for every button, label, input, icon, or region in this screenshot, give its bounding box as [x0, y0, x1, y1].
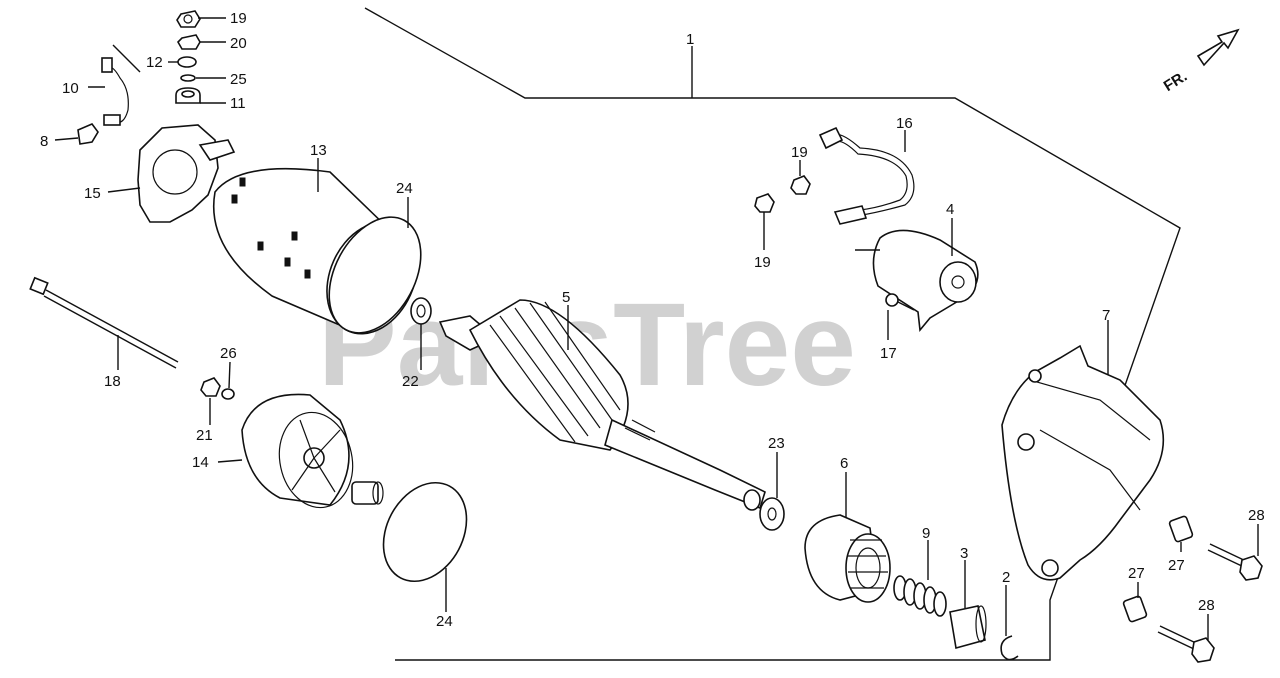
thrust-washer-22	[410, 297, 432, 325]
callout-15: 15	[84, 185, 101, 202]
terminal-nut-stack	[175, 10, 201, 104]
front-housing	[1001, 344, 1165, 581]
callout-19-top: 19	[230, 10, 247, 27]
callout-labels: 1 2 3 4 5 6 7 8 9 10 11 12 13 14 15 16 1…	[40, 10, 1265, 630]
washer-26	[221, 388, 235, 400]
solenoid-screw	[885, 293, 915, 311]
front-direction-arrow: FR.	[1161, 28, 1240, 95]
brush	[77, 123, 99, 145]
brush-lead	[101, 57, 129, 126]
callout-14: 14	[192, 454, 209, 471]
dowel-pin-lower	[1122, 595, 1148, 623]
snap-ring	[1000, 635, 1019, 661]
callout-7: 7	[1102, 307, 1110, 324]
rear-bushing	[351, 481, 384, 505]
mounting-bolt-lower	[1157, 625, 1215, 663]
callout-3: 3	[960, 545, 968, 562]
callout-26: 26	[220, 345, 237, 362]
dowel-pin-upper	[1168, 515, 1194, 543]
callout-17: 17	[880, 345, 897, 362]
callout-27-lower: 27	[1128, 565, 1145, 582]
mounting-bolt-upper	[1207, 543, 1263, 581]
callout-13: 13	[310, 142, 327, 159]
callout-18: 18	[104, 373, 121, 390]
callout-8: 8	[40, 133, 48, 150]
callout-27-upper: 27	[1168, 557, 1185, 574]
callout-10: 10	[62, 80, 79, 97]
callout-9: 9	[922, 525, 930, 542]
solenoid	[855, 229, 979, 332]
callout-19-solenoid-lower: 19	[754, 254, 771, 271]
callout-28-upper: 28	[1248, 507, 1265, 524]
pinion-clutch	[804, 514, 891, 603]
brush-holder-plate	[137, 124, 236, 223]
callout-21: 21	[196, 427, 213, 444]
callout-11: 11	[230, 95, 246, 112]
callout-12: 12	[146, 54, 163, 71]
nut-19-solenoid-upper	[790, 175, 811, 195]
through-bolt	[29, 276, 179, 369]
o-ring-upper	[328, 216, 422, 334]
callout-6: 6	[840, 455, 848, 472]
assembly-outline	[112, 7, 1181, 661]
callout-4: 4	[946, 201, 954, 218]
callout-23: 23	[768, 435, 785, 452]
return-spring	[893, 575, 947, 617]
stop-collar	[949, 605, 987, 650]
callout-20: 20	[230, 35, 247, 52]
front-direction-label: FR.	[1161, 68, 1191, 95]
callout-24-upper: 24	[396, 180, 413, 197]
callout-25: 25	[230, 71, 247, 88]
leader-lines	[54, 17, 1259, 640]
nut-21	[200, 377, 221, 397]
callout-5: 5	[562, 289, 570, 306]
thrust-washer-23	[759, 497, 785, 531]
o-ring-lower	[382, 481, 468, 583]
callout-22: 22	[402, 373, 419, 390]
callout-24-lower: 24	[436, 613, 453, 630]
callout-19-solenoid-upper: 19	[791, 144, 808, 161]
callout-1: 1	[686, 31, 694, 48]
starter-cable	[818, 126, 915, 225]
callout-16: 16	[896, 115, 913, 132]
callout-28-lower: 28	[1198, 597, 1215, 614]
nut-19-solenoid-lower	[754, 193, 775, 213]
callout-2: 2	[1002, 569, 1010, 586]
rear-cover	[241, 393, 354, 509]
